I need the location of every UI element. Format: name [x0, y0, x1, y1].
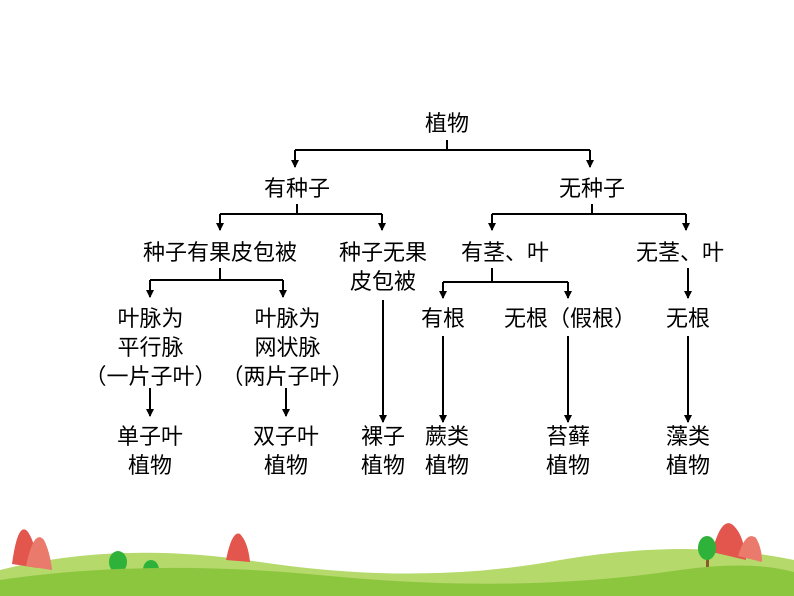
node-parallel-vein: 叶脉为 平行脉 （一片子叶）	[78, 305, 223, 392]
node-pericarp-uncovered-line2: 皮包被	[349, 270, 416, 295]
node-no-stem-leaf: 无茎、叶	[621, 239, 739, 268]
node-dicot-line2: 植物	[263, 454, 308, 479]
node-net-vein-line2: 网状脉	[254, 336, 321, 361]
node-gymnosperm-line2: 植物	[360, 454, 405, 479]
node-with-seed: 有种子	[245, 175, 349, 204]
node-fern-line2: 植物	[424, 454, 469, 479]
node-has-stem-leaf: 有茎、叶	[446, 239, 564, 268]
tree-red-icon	[12, 529, 52, 570]
node-has-stem-leaf-label: 有茎、叶	[460, 241, 549, 266]
node-dicot: 双子叶 植物	[239, 423, 333, 481]
node-fern: 蕨类 植物	[414, 423, 480, 481]
front-hill	[0, 565, 794, 596]
node-moss-line2: 植物	[545, 454, 590, 479]
node-gymnosperm: 裸子 植物	[350, 423, 416, 481]
node-net-vein: 叶脉为 网状脉 （两片子叶）	[215, 305, 360, 392]
node-monocot: 单子叶 植物	[103, 423, 197, 481]
node-parallel-vein-line3: （一片子叶）	[84, 365, 217, 390]
node-net-vein-line1: 叶脉为	[254, 307, 321, 332]
tree-red-icon	[226, 533, 250, 562]
node-monocot-line2: 植物	[127, 454, 172, 479]
node-parallel-vein-line2: 平行脉	[117, 336, 184, 361]
node-algae: 藻类 植物	[655, 423, 721, 481]
node-pericarp-covered-label: 种子有果皮包被	[142, 241, 297, 266]
node-without-seed: 无种子	[540, 175, 644, 204]
node-fern-line1: 蕨类	[424, 425, 469, 450]
node-dicot-line1: 双子叶	[252, 425, 319, 450]
node-pericarp-uncovered-line1: 种子无果	[338, 241, 427, 266]
node-no-stem-leaf-label: 无茎、叶	[635, 241, 724, 266]
node-has-root-label: 有根	[420, 307, 465, 332]
node-monocot-line1: 单子叶	[116, 425, 183, 450]
node-plants-label: 植物	[424, 112, 469, 137]
node-algae-line2: 植物	[665, 454, 710, 479]
node-pericarp-uncovered: 种子无果 皮包被	[327, 239, 439, 297]
tree-red-icon	[712, 523, 762, 562]
node-algae-line1: 藻类	[665, 425, 710, 450]
node-moss-line1: 苔藓	[545, 425, 590, 450]
node-has-root: 有根	[410, 305, 476, 334]
tree-green-icon	[698, 536, 716, 570]
node-plants: 植物	[400, 110, 494, 139]
node-gymnosperm-line1: 裸子	[360, 425, 405, 450]
landscape-decoration	[0, 523, 794, 596]
node-rootless-label: 无根	[665, 307, 710, 332]
node-pericarp-covered: 种子有果皮包被	[125, 239, 315, 268]
node-parallel-vein-line1: 叶脉为	[117, 307, 184, 332]
node-net-vein-line3: （两片子叶）	[221, 365, 354, 390]
node-false-root-label: 无根（假根）	[503, 307, 636, 332]
node-moss: 苔藓 植物	[535, 423, 601, 481]
node-false-root: 无根（假根）	[490, 305, 650, 334]
node-with-seed-label: 有种子	[263, 177, 330, 202]
node-rootless: 无根	[655, 305, 721, 334]
node-without-seed-label: 无种子	[558, 177, 625, 202]
